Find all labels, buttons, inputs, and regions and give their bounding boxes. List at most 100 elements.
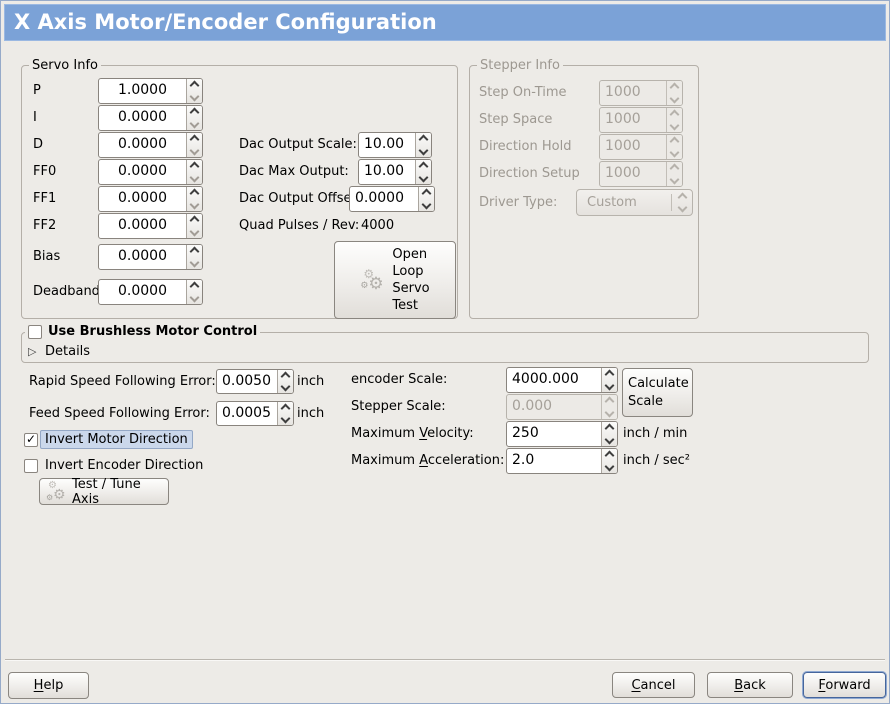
calculate-scale-label: Calculate Scale	[628, 375, 689, 409]
ff0-spinbox[interactable]: 0.0000	[98, 159, 203, 185]
stepper-scale-spinbox: 0.000	[506, 394, 618, 420]
feed-unit-label: inch	[297, 406, 325, 421]
step-space-spinbox: 1000	[599, 107, 683, 133]
page-title: X Axis Motor/Encoder Configuration	[14, 10, 437, 34]
bias-spinbox[interactable]: 0.0000	[98, 244, 203, 270]
back-button[interactable]: Back	[707, 672, 793, 698]
forward-label: Forward	[818, 677, 871, 693]
driver-type-value: Custom	[587, 195, 637, 210]
gears-icon: ⚙⚙⚙	[360, 267, 384, 294]
step-space-label: Step Space	[479, 112, 553, 127]
spinner-arrows[interactable]	[601, 368, 617, 392]
p-spinbox[interactable]: 1.0000	[98, 78, 203, 104]
stepper-scale-label: Stepper Scale:	[351, 399, 446, 414]
max-acceleration-unit-label: inch / sec²	[623, 453, 691, 468]
driver-type-label: Driver Type:	[479, 195, 558, 210]
spinner-arrows[interactable]	[277, 402, 293, 425]
d-label: D	[33, 137, 44, 152]
encoder-scale-spinbox[interactable]: 4000.000	[506, 367, 618, 393]
dac-output-offset-spinbox[interactable]: 0.0000	[349, 186, 435, 212]
spinner-arrows[interactable]	[601, 449, 617, 473]
ff1-spinbox[interactable]: 0.0000	[98, 186, 203, 212]
feed-following-error-label: Feed Speed Following Error:	[29, 406, 210, 421]
spinner-arrows[interactable]	[277, 370, 293, 393]
deadband-spinbox[interactable]: 0.0000	[98, 279, 203, 305]
spinner-arrows[interactable]	[186, 280, 202, 304]
direction-hold-spinbox: 1000	[599, 134, 683, 160]
max-velocity-label: Maximum Velocity:	[351, 426, 474, 441]
invert-encoder-label[interactable]: Invert Encoder Direction	[45, 458, 204, 473]
deadband-label: Deadband	[33, 284, 100, 299]
spinner-arrows[interactable]	[186, 187, 202, 211]
invert-encoder-checkbox[interactable]	[24, 459, 38, 473]
dac-output-scale-label: Dac Output Scale:	[239, 137, 357, 152]
spinner-arrows	[601, 395, 617, 419]
max-acceleration-label: Maximum Acceleration:	[351, 453, 505, 468]
ff1-label: FF1	[33, 191, 57, 206]
step-on-time-spinbox: 1000	[599, 80, 683, 106]
check-icon: ✓	[25, 432, 37, 446]
feed-following-error-spinbox[interactable]: 0.0005	[216, 401, 294, 426]
use-brushless-checkbox[interactable]	[28, 324, 42, 339]
test-tune-axis-button[interactable]: ⚙⚙⚙ Test / Tune Axis	[39, 476, 169, 507]
help-label: Help	[33, 678, 64, 693]
help-button[interactable]: Help	[8, 672, 89, 699]
spinner-arrows[interactable]	[186, 79, 202, 103]
ff2-label: FF2	[33, 218, 57, 233]
calculate-scale-button[interactable]: Calculate Scale	[622, 368, 693, 417]
footer-separator	[5, 659, 885, 661]
gears-icon: ⚙⚙⚙	[46, 479, 66, 503]
spinner-arrows[interactable]	[186, 133, 202, 157]
rapid-following-error-label: Rapid Speed Following Error:	[29, 374, 216, 389]
invert-motor-label[interactable]: Invert Motor Direction	[40, 430, 193, 449]
max-velocity-spinbox[interactable]: 250	[506, 421, 618, 447]
spinner-arrows[interactable]	[418, 187, 434, 211]
encoder-scale-label: encoder Scale:	[351, 372, 448, 387]
test-tune-axis-label: Test / Tune Axis	[72, 476, 141, 507]
spinner-arrows[interactable]	[186, 214, 202, 238]
spinner-arrows	[666, 81, 682, 105]
open-loop-button-label: Open Loop Servo Test	[392, 247, 430, 313]
servo-info-frame	[21, 65, 458, 319]
rapid-unit-label: inch	[297, 374, 325, 389]
dac-output-offset-label: Dac Output Offset:	[239, 191, 361, 206]
direction-hold-label: Direction Hold	[479, 139, 572, 154]
cancel-label: Cancel	[631, 677, 676, 693]
stepper-info-frame	[469, 65, 699, 319]
spinner-arrows[interactable]	[415, 133, 431, 157]
ff2-spinbox[interactable]: 0.0000	[98, 213, 203, 239]
spinner-arrows	[666, 108, 682, 132]
dac-max-output-spinbox[interactable]: 10.00	[358, 159, 432, 185]
p-label: P	[33, 83, 41, 98]
forward-button[interactable]: Forward	[803, 672, 886, 698]
spinner-arrows[interactable]	[415, 160, 431, 184]
invert-motor-checkbox[interactable]: ✓	[24, 433, 38, 447]
brushless-legend: Use Brushless Motor Control	[25, 324, 261, 339]
spinner-arrows[interactable]	[186, 106, 202, 130]
direction-setup-spinbox: 1000	[599, 161, 683, 187]
quad-pulses-label: Quad Pulses / Rev:	[239, 218, 360, 233]
dac-output-scale-spinbox[interactable]: 10.00	[358, 132, 432, 158]
d-spinbox[interactable]: 0.0000	[98, 132, 203, 158]
expander-arrow-icon[interactable]: ▷	[28, 345, 37, 358]
servo-info-legend: Servo Info	[29, 58, 101, 73]
i-spinbox[interactable]: 0.0000	[98, 105, 203, 131]
direction-setup-label: Direction Setup	[479, 166, 580, 181]
open-loop-servo-test-button[interactable]: ⚙⚙⚙ Open Loop Servo Test	[334, 241, 456, 319]
driver-type-combobox: Custom	[576, 189, 693, 216]
cancel-button[interactable]: Cancel	[612, 672, 695, 698]
step-on-time-label: Step On-Time	[479, 85, 567, 100]
combo-divider	[671, 194, 672, 211]
max-acceleration-spinbox[interactable]: 2.0	[506, 448, 618, 474]
details-expander-label[interactable]: Details	[45, 344, 91, 359]
spinner-arrows	[666, 135, 682, 159]
titlebar: X Axis Motor/Encoder Configuration	[4, 4, 886, 41]
rapid-following-error-spinbox[interactable]: 0.0050	[216, 369, 294, 394]
spinner-arrows[interactable]	[601, 422, 617, 446]
max-velocity-unit-label: inch / min	[623, 426, 688, 441]
use-brushless-label: Use Brushless Motor Control	[48, 324, 258, 339]
spinner-arrows[interactable]	[186, 245, 202, 269]
spinner-arrows	[666, 162, 682, 186]
spinner-arrows[interactable]	[186, 160, 202, 184]
